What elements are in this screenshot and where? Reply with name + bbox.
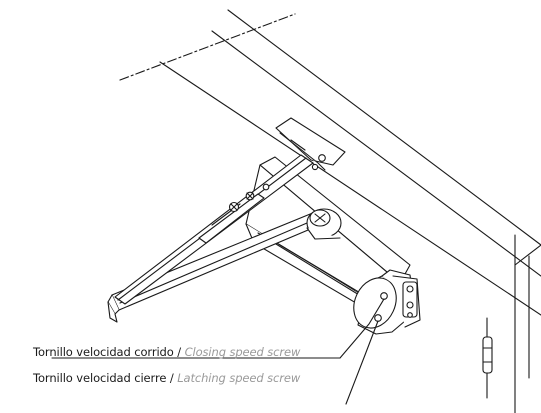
closing-speed-label-en: Closing speed screw bbox=[184, 345, 301, 359]
arm-adjust-screws bbox=[228, 183, 270, 213]
latching-speed-label-en: Latching speed screw bbox=[177, 371, 301, 385]
closing-speed-label-sep: / bbox=[173, 345, 185, 359]
arm-pivot bbox=[306, 208, 342, 240]
latching-speed-label-es: Tornillo velocidad cierre bbox=[33, 371, 167, 385]
door-frame bbox=[159, 9, 541, 413]
latching-speed-screw-label: Tornillo velocidad cierre / Latching spe… bbox=[33, 371, 300, 385]
center-axis-line bbox=[119, 13, 296, 81]
forearm bbox=[114, 154, 314, 305]
closing-speed-screw-icon bbox=[380, 292, 388, 300]
closing-speed-screw-label: Tornillo velocidad corrido / Closing spe… bbox=[33, 345, 300, 359]
latching-speed-label-sep: / bbox=[166, 371, 178, 385]
latching-speed-screw-icon bbox=[374, 314, 382, 322]
latching-speed-leader bbox=[345, 320, 379, 405]
closing-speed-leader bbox=[339, 298, 385, 359]
hinge-pin bbox=[482, 317, 493, 399]
end-mounting-plate bbox=[392, 275, 421, 328]
closing-speed-label-es: Tornillo velocidad corrido bbox=[33, 345, 174, 359]
leader-lines bbox=[51, 298, 385, 405]
mounting-bracket bbox=[275, 117, 346, 171]
